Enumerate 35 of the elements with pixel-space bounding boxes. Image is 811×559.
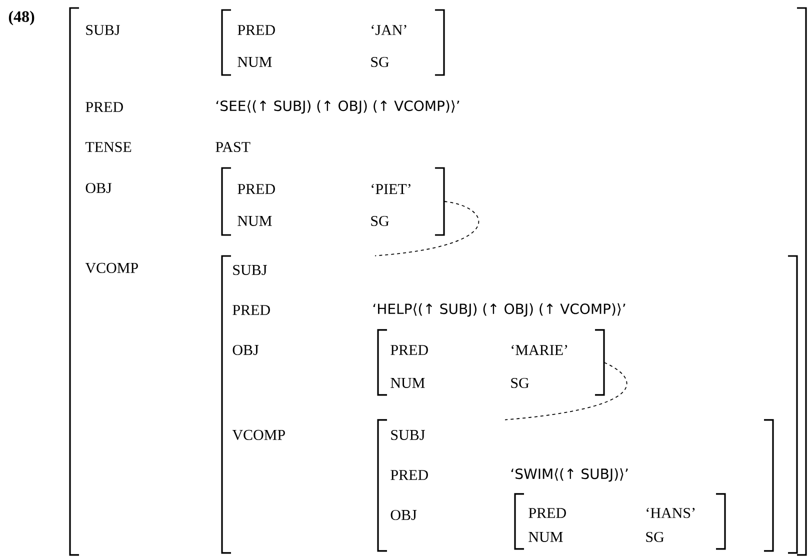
attribute-label: PRED <box>390 345 428 355</box>
attribute-label: SUBJ <box>86 24 120 36</box>
attribute-label: TENSE <box>85 142 132 152</box>
attribute-value: SG <box>646 532 664 542</box>
attribute-label: OBJ <box>86 182 112 194</box>
attribute-label: SUBJ <box>233 264 267 276</box>
attribute-value: ‘HELP⟨(↑ SUBJ) (↑ OBJ) (↑ VCOMP)⟩’ <box>373 303 626 317</box>
attribute-value: PAST <box>216 142 250 152</box>
attribute-value: ‘MARIE’ <box>512 345 568 355</box>
attribute-label: PRED <box>238 184 275 194</box>
example-number: (48) <box>8 10 34 26</box>
attribute-label: PRED <box>390 470 428 480</box>
attribute-label: PRED <box>86 102 123 112</box>
attribute-label: NUM <box>390 378 425 388</box>
attribute-value: SG <box>371 216 389 226</box>
attribute-label: NUM <box>238 216 272 226</box>
attribute-label: VCOMP <box>85 262 138 274</box>
attribute-value: ‘SWIM⟨(↑ SUBJ)⟩’ <box>511 468 628 482</box>
attribute-label: NUM <box>238 57 272 67</box>
attribute-label: PRED <box>528 508 566 518</box>
attribute-value: SG <box>511 378 529 388</box>
attribute-label: PRED <box>232 305 270 315</box>
attribute-label: SUBJ <box>391 430 425 440</box>
attribute-value: SG <box>371 56 389 68</box>
attribute-label: OBJ <box>232 344 259 356</box>
attribute-label: NUM <box>528 532 563 542</box>
attribute-label: OBJ <box>390 510 417 520</box>
attribute-value: ‘PIET’ <box>372 184 410 194</box>
attribute-value: ‘JAN’ <box>372 24 406 36</box>
attribute-value: ‘HANS’ <box>646 508 695 518</box>
attribute-label: VCOMP <box>232 430 285 440</box>
attribute-value: ‘SEE⟨(↑ SUBJ) (↑ OBJ) (↑ VCOMP)⟩’ <box>216 100 460 114</box>
dashed-connector <box>374 201 480 256</box>
dashed-connector <box>504 362 628 420</box>
attribute-label: PRED <box>238 25 275 35</box>
